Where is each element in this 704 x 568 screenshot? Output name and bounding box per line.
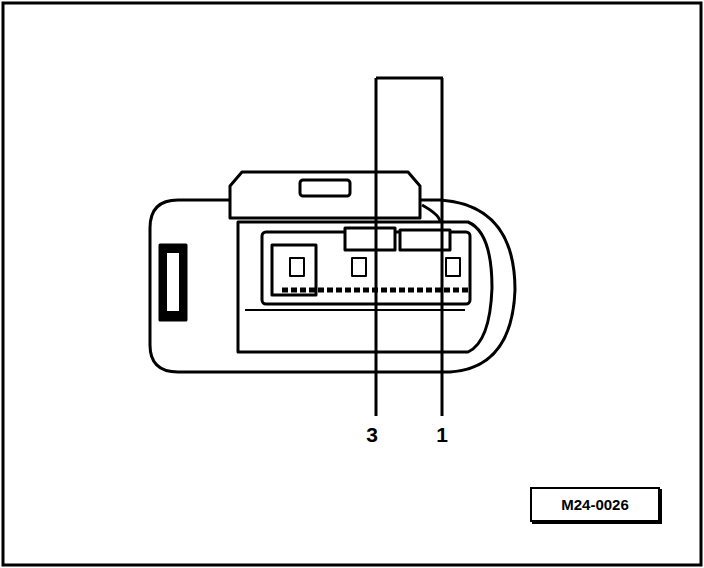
callout-number: 1: [436, 424, 448, 445]
callout-number: 3: [366, 424, 378, 445]
figure-code-box: M24-0026: [530, 487, 660, 522]
figure-frame: [3, 3, 701, 565]
leader-lines: [376, 78, 443, 416]
figure-code: M24-0026: [561, 497, 629, 512]
connector-housing: [150, 172, 515, 372]
